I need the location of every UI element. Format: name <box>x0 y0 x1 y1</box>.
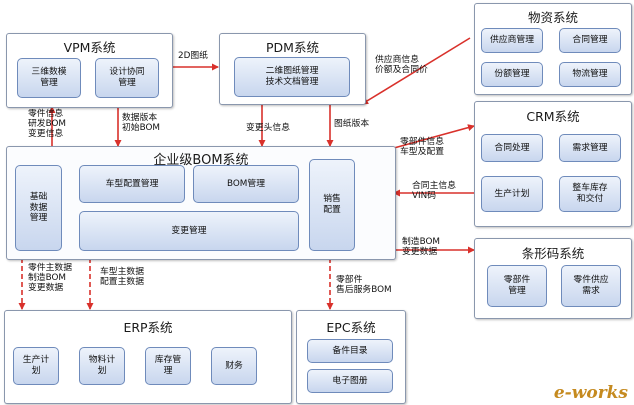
crm-system: CRM系统 合同处理 需求管理 生产计划 整车库存 和交付 <box>474 101 632 227</box>
bom-system: 企业级BOM系统 基础 数据 管理 车型配置管理 BOM管理 变更管理 销售 配… <box>6 146 396 260</box>
module-production-plan[interactable]: 生产计划 <box>481 176 543 212</box>
barcode-title: 条形码系统 <box>521 246 585 261</box>
label-vpm-to-bom: 数据版本 初始BOM <box>122 113 160 133</box>
eworks-logo: e-works <box>553 383 628 403</box>
label-bom-to-vpm: 零件信息 研发BOM 变更信息 <box>28 109 66 139</box>
module-quota[interactable]: 份额管理 <box>481 62 543 87</box>
label-materials-to-pdm: 供应商信息 价额及合同价 <box>375 55 428 75</box>
label-vpm-to-pdm: 2D图纸 <box>178 51 208 61</box>
vpm-title: VPM系统 <box>63 40 116 55</box>
bom-title: 企业级BOM系统 <box>153 153 249 168</box>
module-supplier[interactable]: 供应商管理 <box>481 28 543 53</box>
module-3d-model[interactable]: 三维数模 管理 <box>17 58 81 98</box>
epc-system: EPC系统 备件目录 电子图册 <box>296 310 406 404</box>
arrow-materials-to-pdm <box>361 37 471 105</box>
label-pdm-to-bom-right: 图纸版本 <box>334 119 370 129</box>
vpm-system: VPM系统 三维数模 管理 设计协同 管理 <box>6 33 173 108</box>
label-bom-to-erp-b: 车型主数据 配置主数据 <box>100 267 144 287</box>
module-inventory[interactable]: 库存管 理 <box>145 347 191 385</box>
module-sales-config[interactable]: 销售 配置 <box>309 159 355 251</box>
module-parts[interactable]: 零部件 管理 <box>487 265 547 307</box>
materials-system: 物资系统 供应商管理 合同管理 份额管理 物流管理 <box>474 3 632 95</box>
label-bom-to-barcode: 制造BOM 变更数据 <box>402 237 440 257</box>
module-bom-management[interactable]: BOM管理 <box>193 165 299 203</box>
module-base-data[interactable]: 基础 数据 管理 <box>15 165 62 251</box>
pdm-title: PDM系统 <box>266 40 319 55</box>
epc-title: EPC系统 <box>326 320 376 335</box>
barcode-system: 条形码系统 零部件 管理 零件供应 需求 <box>474 238 632 319</box>
module-contract-processing[interactable]: 合同处理 <box>481 134 543 162</box>
label-bom-to-epc: 零部件 售后服务BOM <box>336 275 392 295</box>
module-production-plan-erp[interactable]: 生产计 划 <box>13 347 59 385</box>
erp-title: ERP系统 <box>123 320 173 335</box>
module-vehicle-config[interactable]: 车型配置管理 <box>79 165 185 203</box>
materials-title: 物资系统 <box>527 10 578 25</box>
module-finance[interactable]: 财务 <box>211 347 257 385</box>
module-parts-catalog[interactable]: 备件目录 <box>307 339 393 363</box>
module-material-plan[interactable]: 物料计 划 <box>79 347 125 385</box>
module-change-management[interactable]: 变更管理 <box>79 211 299 251</box>
module-vehicle-inventory[interactable]: 整车库存 和交付 <box>559 176 621 212</box>
label-pdm-to-bom-left: 变更头信息 <box>246 123 290 133</box>
module-drawing-doc[interactable]: 二维图纸管理 技术文档管理 <box>234 57 350 97</box>
erp-system: ERP系统 生产计 划 物料计 划 库存管 理 财务 <box>4 310 292 404</box>
module-parts-supply[interactable]: 零件供应 需求 <box>561 265 621 307</box>
module-design-collab[interactable]: 设计协同 管理 <box>95 58 159 98</box>
label-bom-to-crm: 零部件信息 车型及配置 <box>400 137 444 157</box>
label-crm-to-bom: 合同主信息 VIN码 <box>412 181 456 201</box>
module-e-atlas[interactable]: 电子图册 <box>307 369 393 393</box>
module-demand[interactable]: 需求管理 <box>559 134 621 162</box>
label-bom-to-erp-a: 零件主数据 制造BOM 变更数据 <box>28 263 72 293</box>
module-contract[interactable]: 合同管理 <box>559 28 621 53</box>
crm-title: CRM系统 <box>526 109 580 124</box>
module-logistics[interactable]: 物流管理 <box>559 62 621 87</box>
pdm-system: PDM系统 二维图纸管理 技术文档管理 <box>219 33 366 105</box>
